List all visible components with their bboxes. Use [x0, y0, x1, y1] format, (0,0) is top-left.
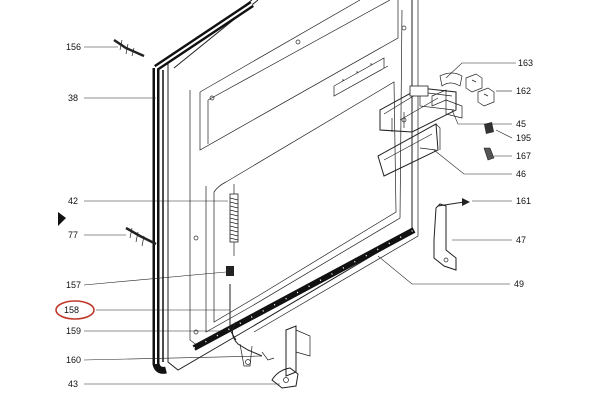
callout-42: 42 [68, 196, 78, 206]
screw-77 [125, 226, 157, 247]
right-hinge-bracket [271, 325, 311, 389]
callout-167: 167 [516, 151, 531, 161]
leader-lines [83, 46, 516, 385]
screw-icon [193, 329, 199, 335]
callout-195: 195 [516, 133, 531, 143]
screw-156 [113, 38, 145, 58]
callout-38: 38 [68, 93, 78, 103]
edge-marker [58, 212, 66, 226]
callout-160: 160 [66, 355, 81, 365]
door-panel [167, 0, 419, 371]
callout-46: 46 [516, 169, 526, 179]
lock-bracket [377, 123, 441, 177]
callout-45: 45 [516, 119, 526, 129]
screw-icon [295, 39, 301, 45]
screw-icon [401, 25, 407, 31]
callout-47: 47 [516, 235, 526, 245]
part-162-b [477, 87, 495, 107]
part-162-a [465, 73, 483, 93]
screw-icon [209, 95, 215, 101]
screw-icon [193, 235, 199, 241]
callout-161: 161 [516, 196, 531, 206]
callout-77: 77 [68, 230, 78, 240]
callout-158: 158 [64, 305, 79, 315]
left-hinge-assembly [226, 266, 275, 367]
screw-and-bracket-47 [433, 198, 470, 271]
door-gasket [152, 1, 254, 374]
part-167 [483, 147, 495, 161]
bottom-seal-strip [192, 227, 416, 351]
door-lock-assembly [333, 57, 463, 133]
callout-162: 162 [516, 86, 531, 96]
callout-156: 156 [66, 42, 81, 52]
callout-labels: 156 38 42 77 157 158 159 160 43 163 162 … [64, 42, 533, 389]
small-parts-right [465, 73, 495, 161]
part-195 [484, 122, 494, 134]
door-spring [229, 184, 239, 256]
clip-157 [226, 266, 234, 276]
callout-157: 157 [66, 280, 81, 290]
callout-163: 163 [518, 58, 533, 68]
callout-49: 49 [514, 279, 524, 289]
highlight-ring-158 [55, 300, 95, 320]
callout-43: 43 [68, 379, 78, 389]
callout-159: 159 [66, 326, 81, 336]
